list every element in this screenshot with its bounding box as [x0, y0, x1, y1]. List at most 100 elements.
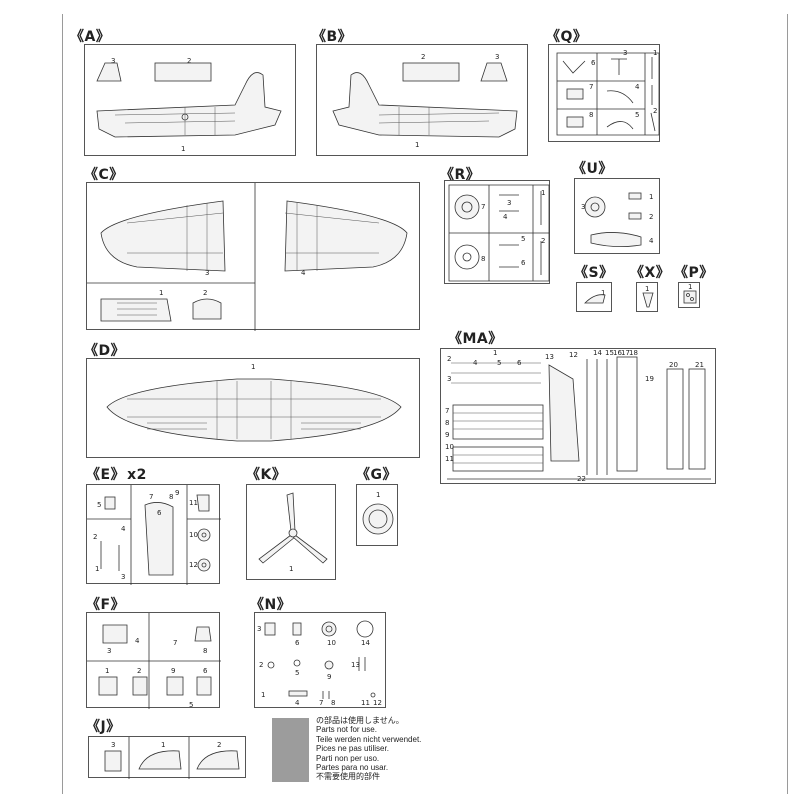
- part-number: 16: [613, 349, 622, 357]
- cowling-ring-drawing: [362, 503, 394, 535]
- part-number: 4: [121, 525, 126, 533]
- parts-frame-ma: 1 2 3 4 5 6 7 8 9 10 11 12 13 14 15 16 1…: [440, 348, 716, 484]
- part-number: 2: [421, 53, 426, 61]
- parts-frame-s: 1: [576, 282, 612, 312]
- part-number: 1: [653, 49, 658, 57]
- u-parts-drawing: [584, 192, 642, 247]
- section-label-text: 《E》: [86, 467, 126, 483]
- part-number: 7: [173, 639, 178, 647]
- fuselage-right-drawing: [332, 62, 518, 138]
- fuselage-left-drawing: [96, 62, 282, 138]
- section-label-u: 《U》: [572, 161, 613, 177]
- part-number: 18: [629, 349, 638, 357]
- part-number: 3: [121, 573, 126, 581]
- parts-frame-x: 1: [636, 282, 658, 312]
- part-number: 1: [159, 289, 164, 297]
- parts-frame-b: 2 3 1: [316, 44, 528, 156]
- part-number: 11: [189, 499, 198, 507]
- part-number: 1: [251, 363, 256, 371]
- part-number: 1: [649, 193, 654, 201]
- section-label-p: 《P》: [674, 265, 714, 281]
- part-number: 5: [635, 111, 640, 119]
- part-number: 5: [97, 501, 102, 509]
- instruction-sheet: [62, 14, 788, 794]
- parts-frame-u: 3 1 2 4: [574, 178, 660, 254]
- part-number: 11: [361, 699, 370, 707]
- part-number: 3: [111, 57, 116, 65]
- s-part-drawing: [584, 294, 606, 304]
- part-number: 1: [541, 189, 546, 197]
- parts-frame-f: 3 4 7 8 1 2 9 6 5: [86, 612, 221, 709]
- part-number: 2: [187, 57, 192, 65]
- part-number: 6: [521, 259, 526, 267]
- part-number: 6: [295, 639, 300, 647]
- part-number: 12: [373, 699, 382, 707]
- part-number: 1: [493, 349, 498, 357]
- part-number: 3: [111, 741, 116, 749]
- section-label-e: 《E》x2: [86, 464, 147, 484]
- part-number: 7: [149, 493, 154, 501]
- part-number: 3: [205, 269, 210, 277]
- part-number: 8: [331, 699, 336, 707]
- part-number: 4: [301, 269, 306, 277]
- part-number: 1: [95, 565, 100, 573]
- section-label-x: 《X》: [630, 265, 671, 281]
- section-label-n: 《N》: [250, 597, 292, 613]
- part-number: 15: [605, 349, 614, 357]
- part-number: 2: [653, 107, 658, 115]
- section-label-s: 《S》: [574, 265, 614, 281]
- section-label-f: 《F》: [86, 597, 126, 613]
- part-number: 14: [361, 639, 370, 647]
- parts-frame-r: 7 8 3 4 5 6 1 2: [444, 180, 550, 284]
- parts-frame-q: 6 3 1 7 4 8 5 2: [548, 44, 660, 142]
- legend-line: Partes para no usar.: [316, 763, 389, 773]
- part-number: 3: [447, 375, 452, 383]
- parts-frame-e: 5 7 8 6 4 2 1 3 11 10 12 9: [86, 484, 221, 585]
- part-number: 2: [541, 237, 546, 245]
- parts-frame-a: 2 3 1: [84, 44, 296, 156]
- part-number: 3: [581, 203, 586, 211]
- lower-wing-drawing: [106, 378, 402, 442]
- part-number: 1: [688, 283, 693, 291]
- part-number: 1: [601, 289, 606, 297]
- part-number: 1: [289, 565, 294, 573]
- legend-line: Parts not for use.: [316, 725, 377, 735]
- part-number: 12: [189, 561, 198, 569]
- part-number: 7: [445, 407, 450, 415]
- legend-line: 不需要使用的部件: [316, 772, 380, 782]
- legend-line: Parti non per uso.: [316, 753, 380, 763]
- section-label-ma: 《MA》: [448, 331, 503, 347]
- part-number: 4: [135, 637, 140, 645]
- part-number: 4: [473, 359, 478, 367]
- part-number: 1: [161, 741, 166, 749]
- part-number: 20: [669, 361, 678, 369]
- legend-line: の部品は使用しません。: [316, 716, 404, 725]
- part-number: 1: [645, 285, 650, 293]
- unused-parts-legend: の部品は使用しません。 Parts not for use. Teile wer…: [316, 716, 516, 782]
- part-number: 4: [635, 83, 640, 91]
- e-parts-drawing: [87, 485, 221, 585]
- part-number: 10: [445, 443, 454, 451]
- photo-etch-fret-drawing: [447, 356, 711, 480]
- part-number: 2: [203, 289, 208, 297]
- parts-frame-j: 3 1 2: [88, 736, 246, 779]
- part-number: 7: [589, 83, 594, 91]
- section-label-a: 《A》: [70, 29, 111, 45]
- part-number: 1: [376, 491, 381, 499]
- part-number: 6: [203, 667, 208, 675]
- n-parts-drawing: [264, 620, 376, 699]
- part-number: 10: [189, 531, 198, 539]
- part-number: 3: [507, 199, 512, 207]
- wing-upper-drawing: [87, 183, 408, 331]
- part-number: 6: [517, 359, 522, 367]
- part-number: 2: [259, 661, 264, 669]
- part-number: 21: [695, 361, 704, 369]
- part-number: 1: [105, 667, 110, 675]
- section-label-b: 《B》: [312, 29, 353, 45]
- section-label-c: 《C》: [84, 167, 124, 183]
- part-number: 9: [171, 667, 176, 675]
- part-number: 5: [521, 235, 526, 243]
- part-number: 6: [157, 509, 162, 517]
- part-number: 4: [503, 213, 508, 221]
- section-label-k: 《K》: [246, 467, 287, 483]
